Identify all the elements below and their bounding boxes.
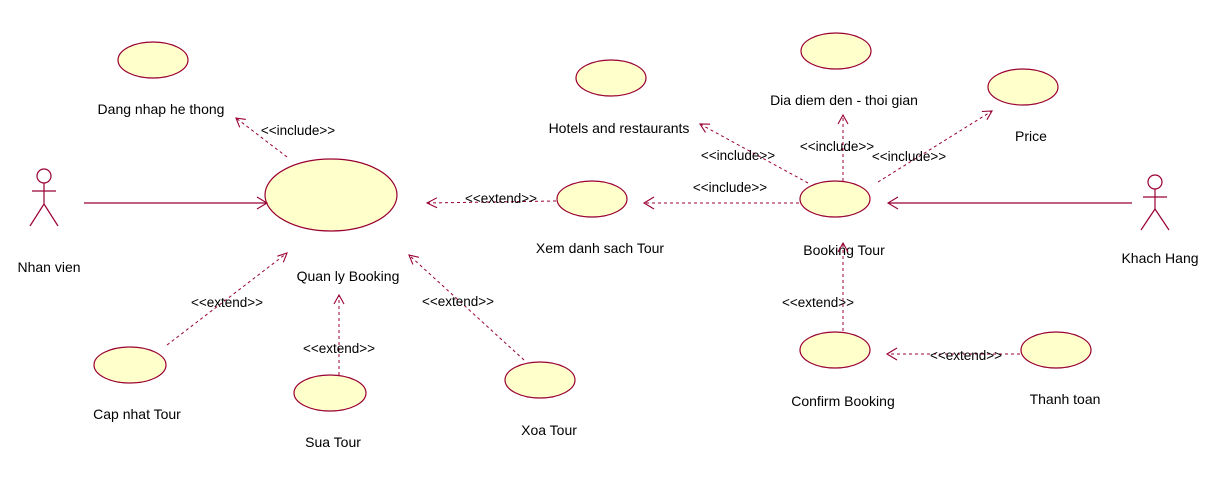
dependency-extend-xoa-tour [408,254,525,361]
stereotype-extend-confirm-booking: <<extend>> [782,295,854,310]
use-case-label-sua-tour: Sua Tour [305,434,361,450]
use-case-booking-tour [799,180,871,218]
stereotype-include-xem-danh-sach: <<include>> [693,180,767,195]
dependency-include-hotels [698,123,809,184]
use-case-label-xem-danh-sach-tour: Xem danh sach Tour [536,240,664,256]
stereotype-extend-cap-nhat: <<extend>> [191,295,263,310]
stereotype-include-hotels: <<include>> [701,148,775,163]
use-case-label-cap-nhat-tour: Cap nhat Tour [93,406,181,422]
use-case-thanh-toan [1020,331,1092,369]
stereotype-extend-sua-tour: <<extend>> [303,341,375,356]
stereotype-include-price: <<include>> [872,149,946,164]
actor-label-nhan-vien: Nhan vien [17,259,80,275]
use-case-label-dia-diem: Dia diem den - thoi gian [770,92,918,108]
dependency-extend-cap-nhat [166,252,288,346]
use-case-dang-nhap-he-thong [117,41,189,79]
use-case-hotels-and-restaurants [575,59,647,97]
stereotype-include-dang-nhap: <<include>> [261,123,335,138]
stereotype-extend-thanh-toan: <<extend>> [930,348,1002,363]
use-case-label-price: Price [1015,128,1047,144]
use-case-label-confirm-booking: Confirm Booking [791,393,895,409]
use-case-label-quan-ly-booking: Quan ly Booking [297,268,400,284]
use-case-quan-ly-booking [264,158,398,232]
actor-khach-hang [1140,174,1170,231]
use-case-sua-tour [293,374,367,412]
dependency-include-price [877,110,993,183]
use-case-cap-nhat-tour [93,346,167,384]
use-case-xoa-tour [504,361,576,399]
stereotype-extend-xoa-tour: <<extend>> [422,294,494,309]
association-nhan-vien-quan-ly-booking [84,196,269,210]
use-case-price [987,68,1059,106]
use-case-label-dang-nhap: Dang nhap he thong [98,101,225,117]
use-case-label-xoa-tour: Xoa Tour [521,422,577,438]
actor-nhan-vien [29,168,59,227]
use-case-xem-danh-sach-tour [556,180,628,218]
dependency-include-dia-diem [837,113,849,181]
use-case-dia-diem-den-thoi-gian [800,32,872,70]
stereotype-extend-xem-danh-sach: <<extend>> [465,191,537,206]
dependency-include-xem-danh-sach [642,196,799,210]
dependency-extend-thanh-toan [885,347,1020,361]
dependency-include-dang-nhap [235,117,288,158]
dependency-extend-confirm-booking [837,241,849,331]
use-case-confirm-booking [799,331,871,369]
stereotype-include-dia-diem: <<include>> [800,139,874,154]
dependency-extend-xem-danh-sach [425,197,557,209]
dependency-extend-sua-tour [333,293,345,375]
use-case-label-hotels: Hotels and restaurants [549,120,690,136]
actor-label-khach-hang: Khach Hang [1121,250,1198,266]
use-case-label-booking-tour: Booking Tour [803,242,885,258]
association-khach-hang-booking-tour [886,196,1132,210]
use-case-label-thanh-toan: Thanh toan [1030,391,1101,407]
